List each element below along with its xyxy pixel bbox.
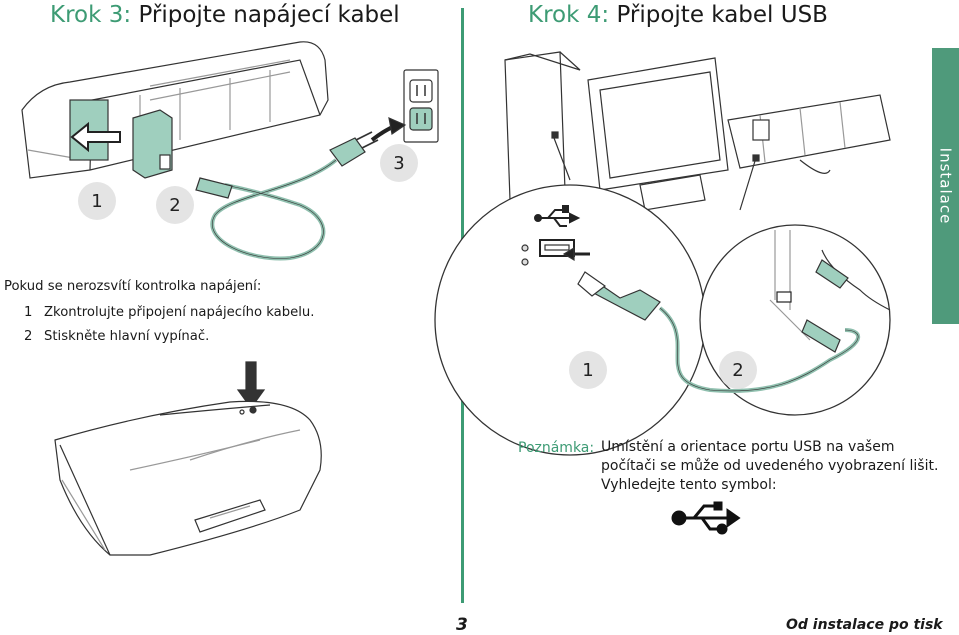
power-callout-2: 2 <box>156 186 194 224</box>
note-text: Umístění a orientace portu USB na vašem … <box>601 438 938 495</box>
step3-heading: Krok 3: Připojte napájecí kabel <box>50 2 400 28</box>
usb-callout-2: 2 <box>719 351 757 389</box>
side-tab-label: Instalace <box>936 147 955 225</box>
step3-title: Připojte napájecí kabel <box>138 2 400 28</box>
troubleshoot-intro: Pokud se nerozsvítí kontrolka napájení: <box>4 279 262 294</box>
usb-symbol-icon <box>671 501 741 535</box>
usb-callout-1: 1 <box>569 351 607 389</box>
page-number: 3 <box>456 615 468 635</box>
side-tab: Instalace <box>932 48 959 324</box>
step3-prefix: Krok 3: <box>50 2 132 28</box>
printer-front-illustration <box>54 361 322 556</box>
note-line: počítači se může od uvedeného vyobrazení… <box>601 458 939 474</box>
note-line: Umístění a orientace portu USB na vašem <box>601 439 895 455</box>
troubleshoot-item-text: Stiskněte hlavní vypínač. <box>44 329 210 344</box>
step4-prefix: Krok 4: <box>528 2 610 28</box>
power-callout-1: 1 <box>78 182 116 220</box>
note-line: Vyhledejte tento symbol: <box>601 477 777 493</box>
troubleshoot-item-1: 1 Zkontrolujte připojení napájecího kabel… <box>24 302 314 323</box>
note-label: Poznámka: <box>518 440 595 456</box>
step4-heading: Krok 4: Připojte kabel USB <box>528 2 828 28</box>
troubleshoot-item-number: 2 <box>24 329 33 344</box>
troubleshoot-item-2: 2 Stiskněte hlavní vypínač. <box>24 326 209 347</box>
troubleshoot-item-text: Zkontrolujte připojení napájecího kabelu… <box>44 305 315 320</box>
power-connection-illustration <box>21 41 439 261</box>
footer-section-title: Od instalace po tisk <box>786 617 943 633</box>
usb-connection-illustration <box>434 51 891 456</box>
troubleshoot-item-number: 1 <box>24 305 33 320</box>
power-callout-3: 3 <box>380 144 418 182</box>
step4-title: Připojte kabel USB <box>616 2 828 28</box>
